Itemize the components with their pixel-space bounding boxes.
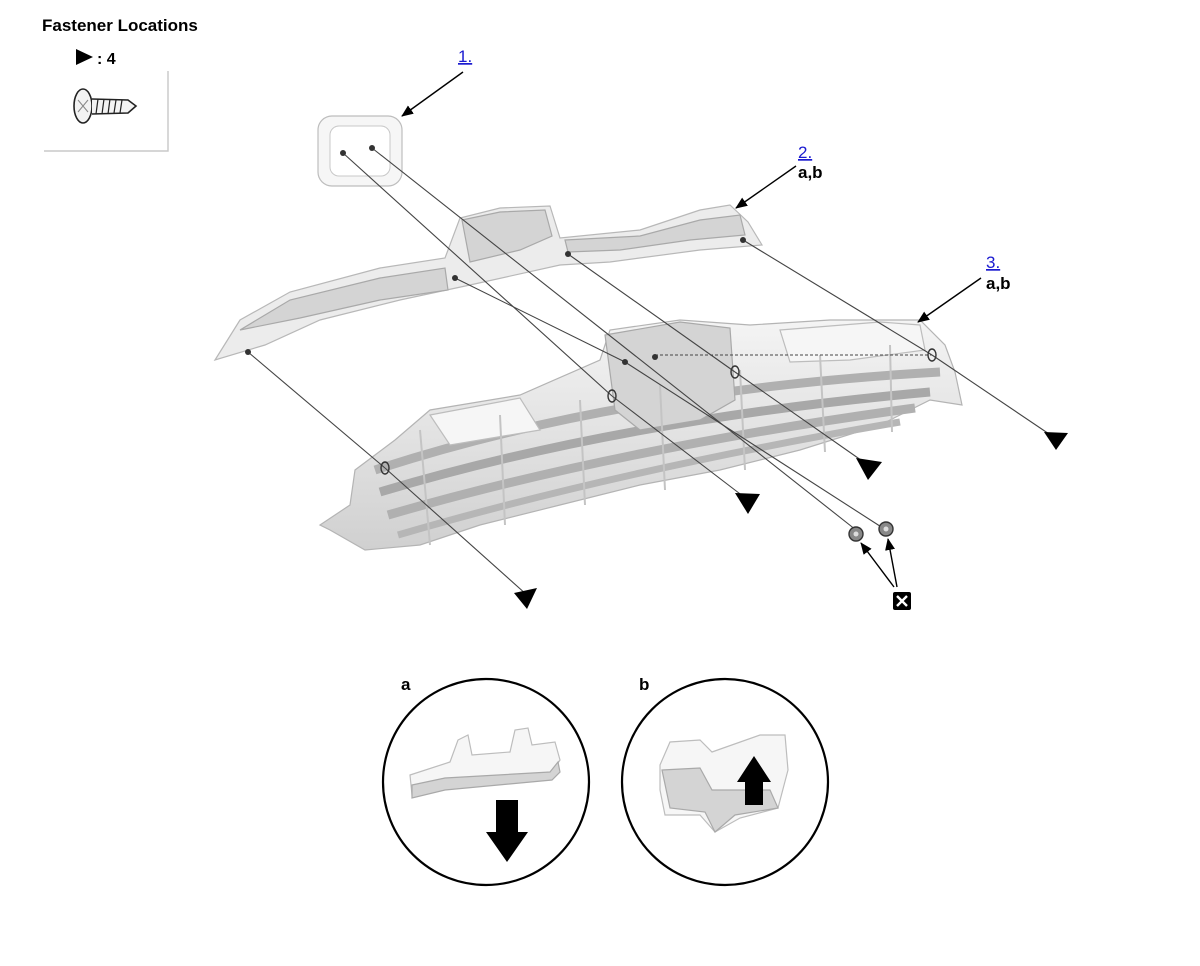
page-title: Fastener Locations — [42, 16, 198, 35]
detail-a: a — [381, 675, 591, 887]
callout-3-number[interactable]: 3. — [986, 253, 1000, 272]
arrow-down-icon — [486, 800, 528, 862]
screw-icon — [73, 88, 138, 124]
legend-box-border — [44, 71, 169, 152]
triangle-pointer-icon — [514, 588, 537, 609]
callout-2-number[interactable]: 2. — [798, 143, 812, 162]
detail-b: b — [620, 675, 830, 887]
callout-1[interactable]: 1. — [401, 47, 472, 117]
triangle-pointer-icon — [1044, 432, 1068, 450]
triangle-pointer-icon — [735, 493, 760, 514]
upper-molding-part — [213, 204, 764, 362]
detail-a-label: a — [401, 675, 411, 694]
fastener-axes — [247, 147, 1059, 596]
replace-part-icon — [893, 592, 911, 610]
callout-2-sub: a,b — [798, 163, 823, 182]
replaceable-clips — [848, 521, 911, 610]
arrow-up-icon — [737, 756, 771, 805]
fastener-legend: : 4 — [44, 49, 169, 152]
triangle-pointer-icon — [856, 458, 882, 480]
fastener-markers — [514, 432, 1068, 609]
callout-2[interactable]: 2. a,b — [735, 143, 823, 209]
detail-b-label: b — [639, 675, 649, 694]
callout-3[interactable]: 3. a,b — [917, 253, 1011, 323]
callout-3-sub: a,b — [986, 274, 1011, 293]
emblem-part — [317, 115, 403, 187]
mounting-holes — [245, 145, 937, 475]
legend-triangle-icon — [76, 49, 93, 65]
callout-1-number[interactable]: 1. — [458, 47, 472, 66]
legend-count: : 4 — [97, 51, 116, 68]
